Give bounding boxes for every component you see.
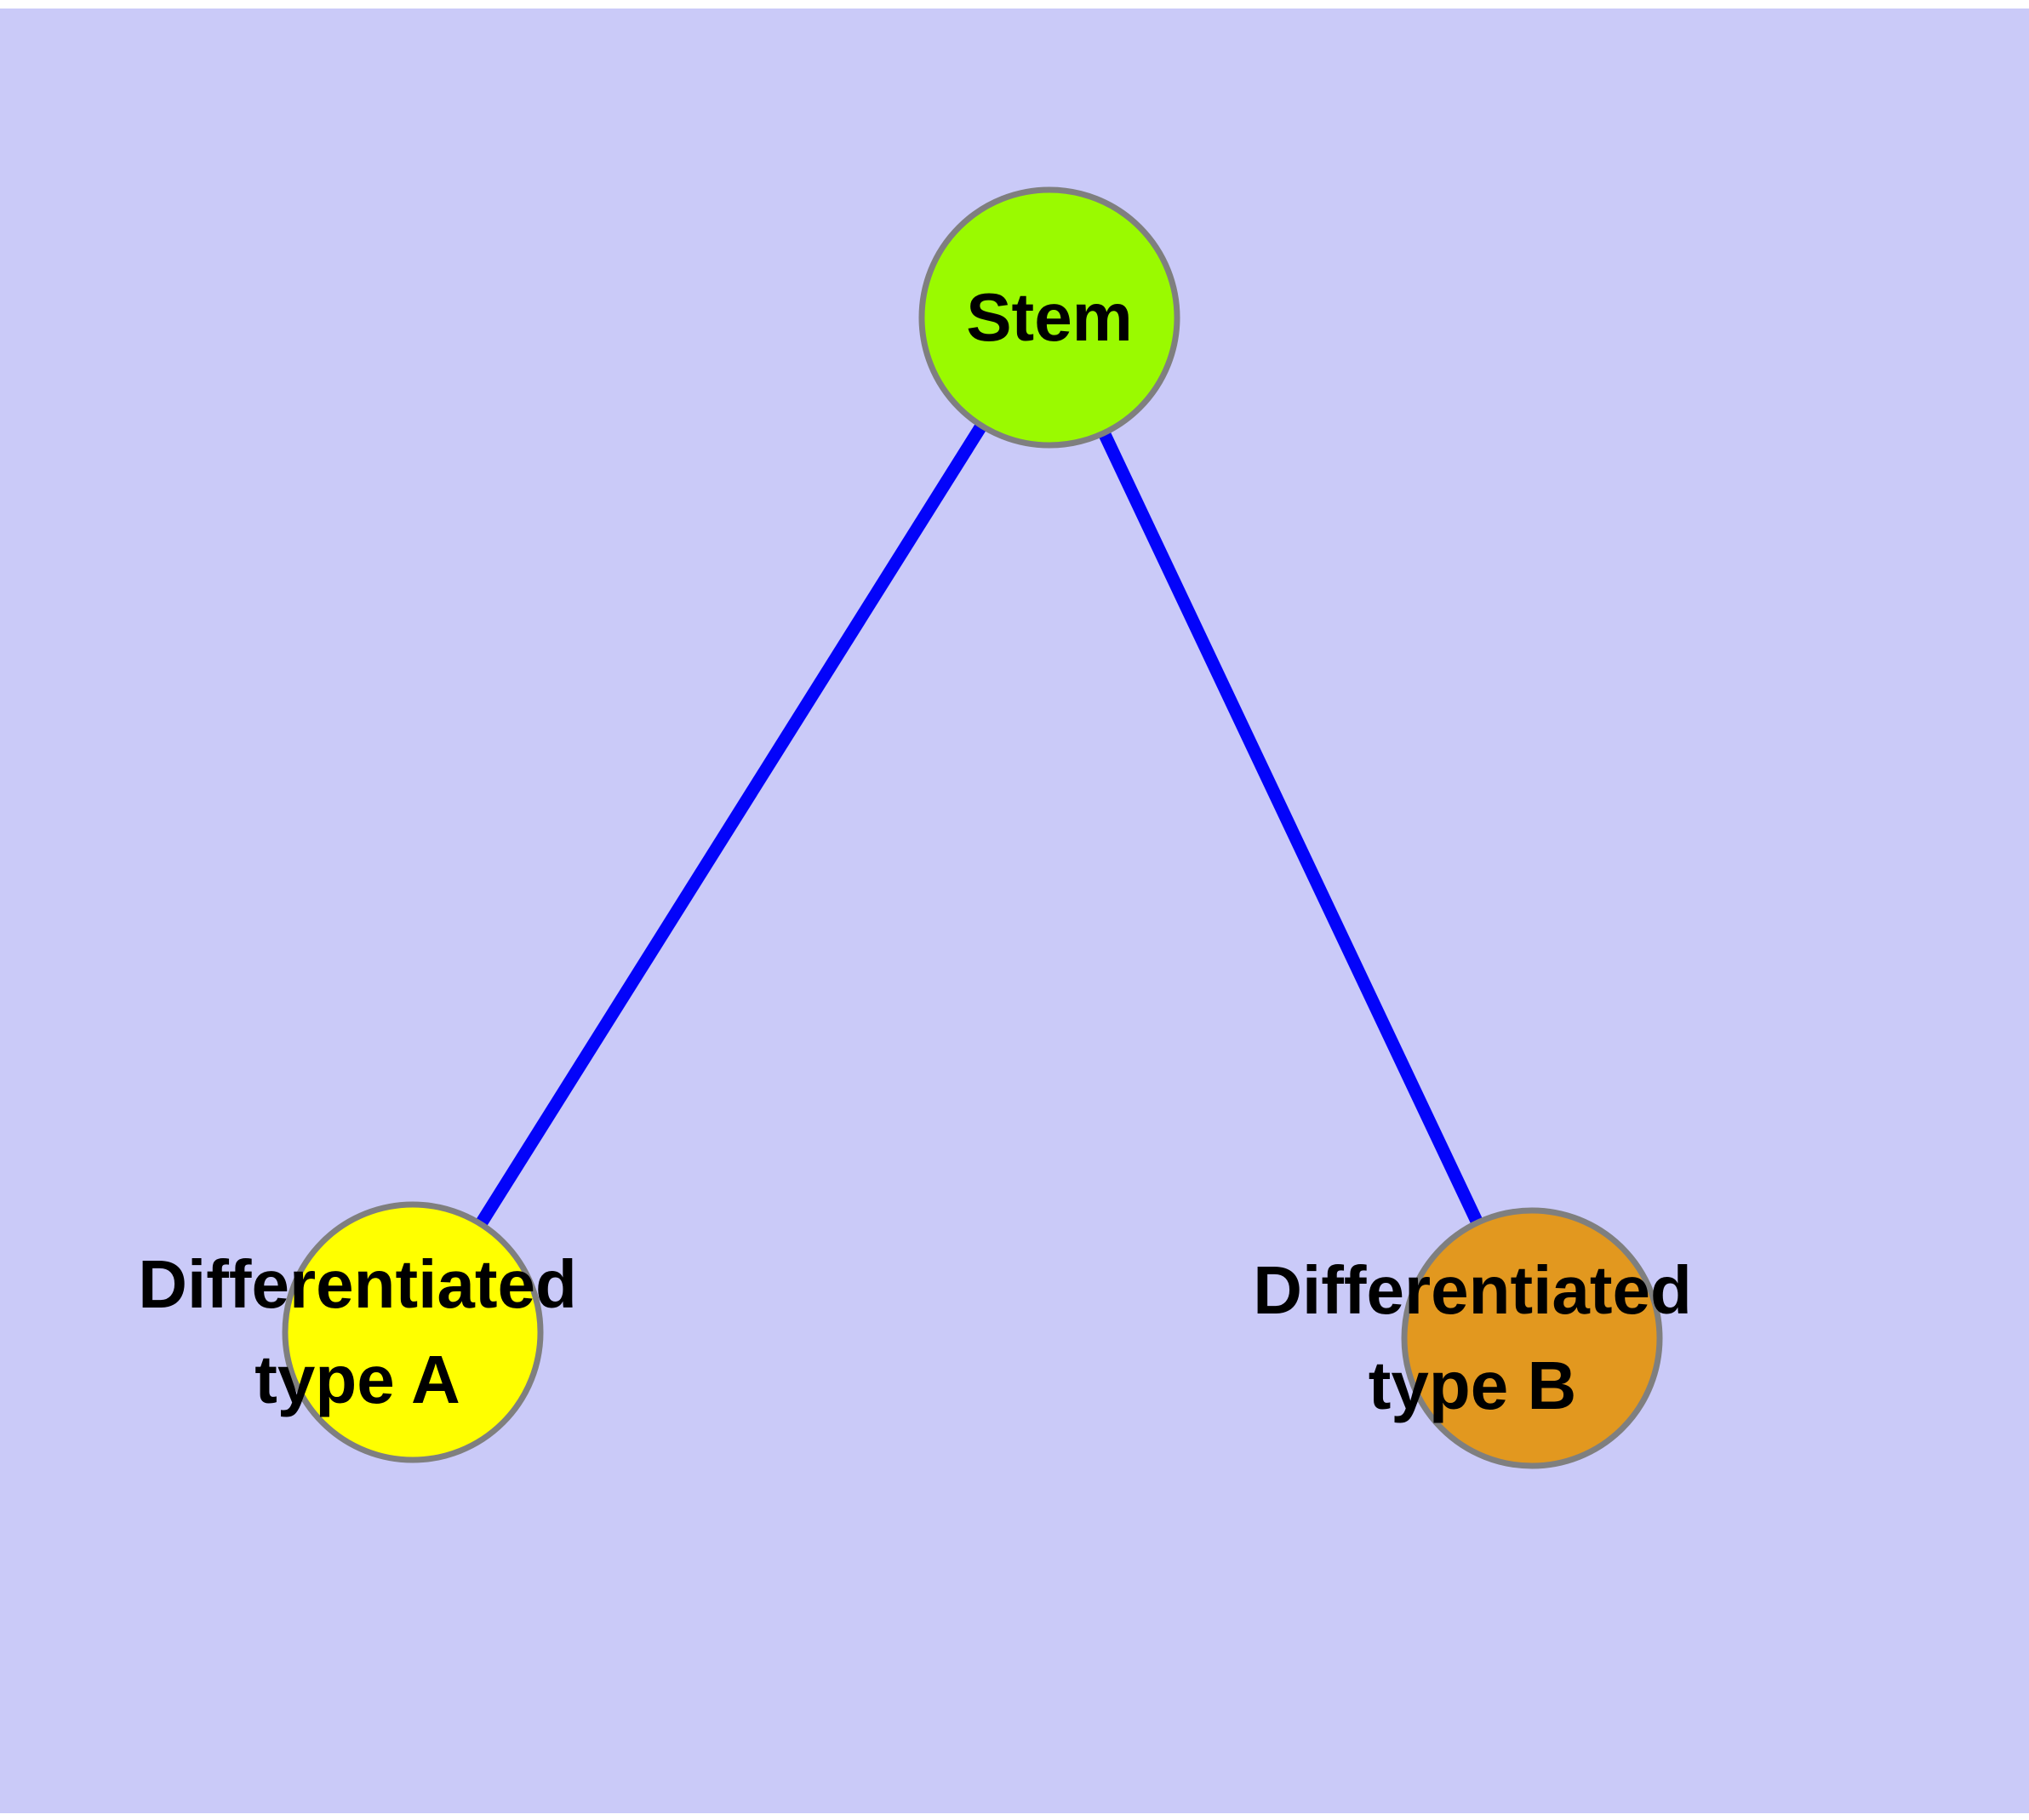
node-stem-circle <box>918 186 1180 449</box>
node-type-a-circle <box>282 1201 544 1463</box>
edge-stem-to-type-a <box>407 314 1055 1336</box>
plot-background: Stem Differentiated type A Differentiate… <box>0 9 2029 1813</box>
node-type-b-circle <box>1401 1207 1663 1469</box>
graph-drawing <box>282 186 1663 1469</box>
edge-stem-to-type-b <box>1043 314 1538 1342</box>
